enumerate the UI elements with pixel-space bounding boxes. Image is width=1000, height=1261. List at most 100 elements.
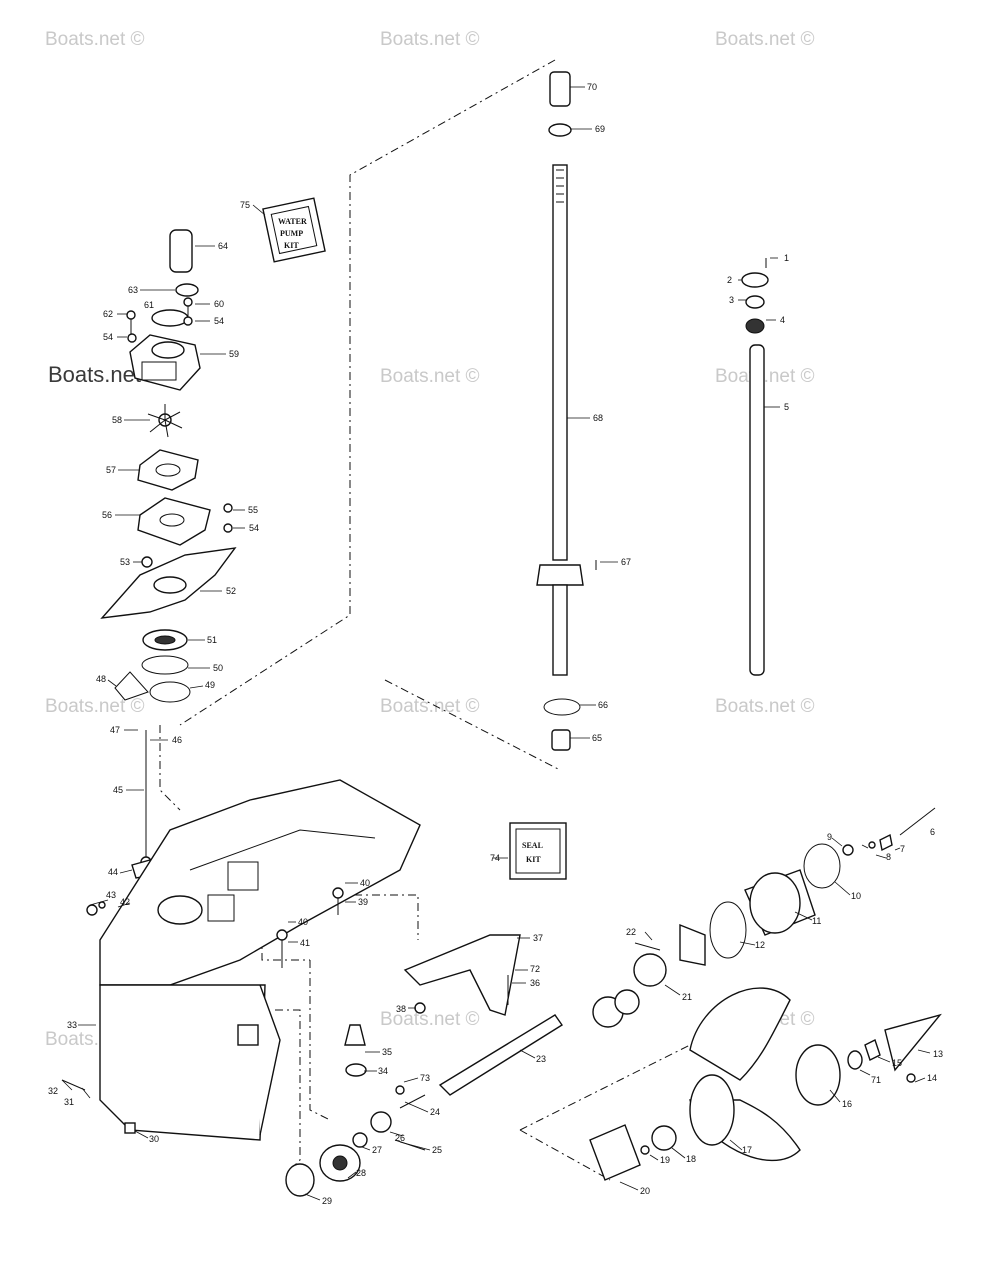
- callout-2: 2: [727, 275, 732, 285]
- callout-28: 28: [356, 1168, 366, 1178]
- callout-18: 18: [686, 1154, 696, 1164]
- watermarks: Boats.net © Boats.net © Boats.net © Boat…: [45, 29, 815, 1050]
- callout-46: 46: [172, 735, 182, 745]
- watermark: Boats.net ©: [380, 1009, 480, 1030]
- part-58-impeller: [147, 404, 183, 438]
- callout-63: 63: [128, 285, 138, 295]
- callout-35: 35: [382, 1047, 392, 1057]
- callout-60: 60: [214, 299, 224, 309]
- part-22: [634, 942, 661, 951]
- part-61: [151, 309, 189, 327]
- bearing-carrier-assembly: [592, 807, 936, 1028]
- callout-67: 67: [621, 557, 631, 567]
- callout-71: 71: [871, 1075, 881, 1085]
- callout-49: 49: [205, 680, 215, 690]
- callout-73: 73: [420, 1073, 430, 1083]
- callout-3: 3: [729, 295, 734, 305]
- leader-lines: [61, 86, 931, 1201]
- callout-21: 21: [682, 992, 692, 1002]
- callout-13: 13: [933, 1049, 943, 1059]
- callout-52: 52: [226, 586, 236, 596]
- part-12-oring: [709, 901, 747, 959]
- callout-44: 44: [108, 867, 118, 877]
- callout-47: 47: [110, 725, 120, 735]
- part-29: [285, 1163, 315, 1197]
- callout-4: 4: [780, 315, 785, 325]
- callout-1: 1: [784, 253, 789, 263]
- assembly-guide-lines: [159, 59, 721, 1181]
- callout-38: 38: [396, 1004, 406, 1014]
- part-71: [847, 1050, 863, 1070]
- callout-14: 14: [927, 1073, 937, 1083]
- callout-41: 41: [300, 938, 310, 948]
- callout-54c: 54: [103, 332, 113, 342]
- watermark: Boats.net ©: [380, 29, 480, 50]
- watermark: Boats.net ©: [45, 696, 145, 717]
- callout-70: 70: [587, 82, 597, 92]
- callout-17: 17: [742, 1145, 752, 1155]
- propeller-shaft-assembly: [285, 1014, 563, 1197]
- part-68-drive-shaft: [552, 164, 568, 561]
- callout-42: 42: [120, 897, 130, 907]
- callout-75: 75: [240, 200, 250, 210]
- callout-58: 58: [112, 415, 122, 425]
- callout-15: 15: [892, 1058, 902, 1068]
- svg-text:KIT: KIT: [526, 855, 541, 864]
- svg-text:WATER: WATER: [278, 217, 307, 226]
- water-pump-kit-box: WATER PUMP KIT: [262, 197, 326, 263]
- part-10-oring: [803, 843, 841, 889]
- part-64: [169, 229, 193, 273]
- callout-19: 19: [660, 1155, 670, 1165]
- callout-72: 72: [530, 964, 540, 974]
- part-16: [795, 1044, 841, 1106]
- callout-24: 24: [430, 1107, 440, 1117]
- callout-64: 64: [218, 241, 228, 251]
- callout-7: 7: [900, 844, 905, 854]
- seal-kit-box: SEAL KIT: [509, 822, 567, 880]
- callout-53: 53: [120, 557, 130, 567]
- callout-36: 36: [530, 978, 540, 988]
- part-17-propeller: [689, 1074, 735, 1146]
- callout-22: 22: [626, 927, 636, 937]
- part-15-nut: [864, 1039, 881, 1061]
- callout-55: 55: [248, 505, 258, 515]
- part-3: [745, 295, 765, 309]
- callout-65: 65: [592, 733, 602, 743]
- part-13-cone: [884, 1013, 942, 1072]
- callout-8: 8: [886, 852, 891, 862]
- callout-68: 68: [593, 413, 603, 423]
- part-18: [651, 1125, 677, 1151]
- part-26: [370, 1111, 392, 1133]
- callout-40b: 40: [298, 917, 308, 927]
- callout-54: 54: [249, 523, 259, 533]
- callout-56: 56: [102, 510, 112, 520]
- callout-69: 69: [595, 124, 605, 134]
- callout-61: 61: [144, 300, 154, 310]
- part-6-bolt: [899, 807, 936, 836]
- callout-32: 32: [48, 1086, 58, 1096]
- part-5-shift-rod: [749, 344, 765, 676]
- callout-12: 12: [755, 940, 765, 950]
- part-34: [345, 1063, 367, 1077]
- part-37-trim-tab: [403, 934, 521, 1016]
- callout-31: 31: [64, 1097, 74, 1107]
- callout-30: 30: [149, 1134, 159, 1144]
- callout-45: 45: [113, 785, 123, 795]
- callout-9: 9: [827, 832, 832, 842]
- callout-66: 66: [598, 700, 608, 710]
- svg-text:SEAL: SEAL: [522, 841, 543, 850]
- shift-rod-assembly: [741, 258, 769, 676]
- callout-6: 6: [930, 827, 935, 837]
- callout-37: 37: [533, 933, 543, 943]
- callout-26: 26: [395, 1133, 405, 1143]
- callout-50: 50: [213, 663, 223, 673]
- part-35: [344, 1024, 366, 1046]
- callout-51: 51: [207, 635, 217, 645]
- callout-20: 20: [640, 1186, 650, 1196]
- drive-shaft-assembly: [536, 71, 597, 751]
- callout-62: 62: [103, 309, 113, 319]
- watermark: Boats.net ©: [380, 366, 480, 387]
- watermark: Boats.net ©: [380, 696, 480, 717]
- callout-5: 5: [784, 402, 789, 412]
